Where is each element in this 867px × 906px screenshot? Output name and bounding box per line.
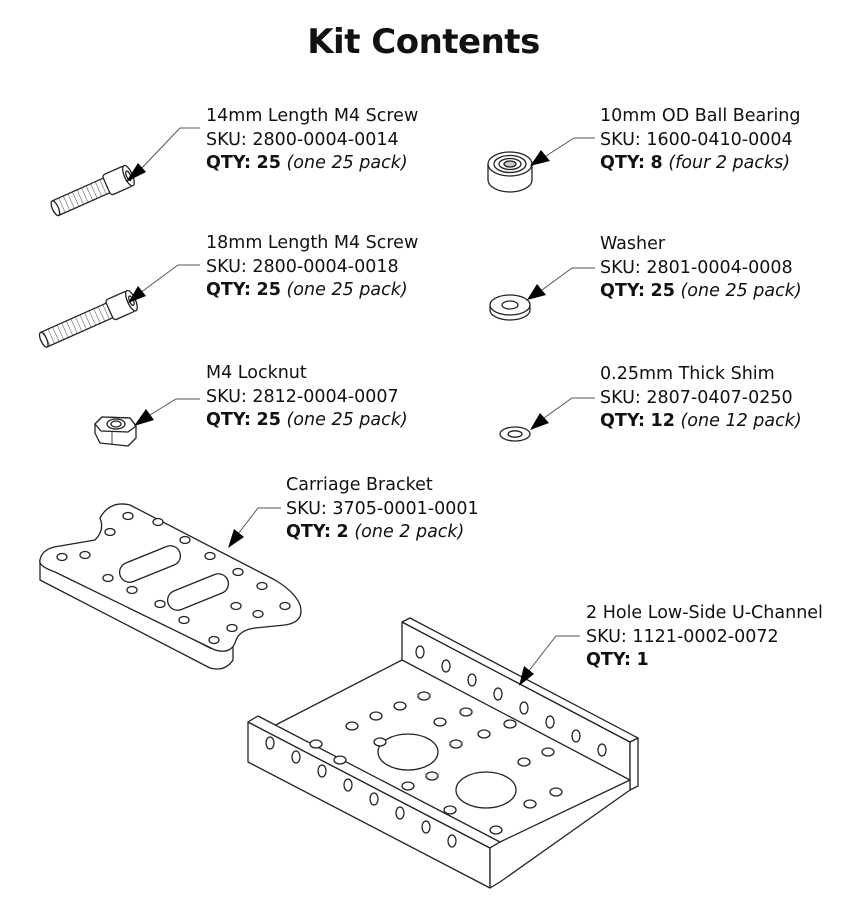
leader-carriage-bracket (228, 507, 281, 548)
item-qty: QTY: 25 (one 25 pack) (206, 410, 408, 430)
carriage-bracket-icon (39, 503, 302, 670)
leader-locknut (134, 398, 200, 426)
item-qty: QTY: 25 (one 25 pack) (206, 280, 408, 300)
label-u-channel: 2 Hole Low-Side U-Channel SKU: 1121-0002… (586, 602, 823, 673)
item-name: 18mm Length M4 Screw (206, 233, 419, 253)
page-title: Kit Contents (307, 22, 540, 62)
label-shim: 0.25mm Thick Shim SKU: 2807-0407-0250 QT… (600, 363, 802, 434)
screw-14mm-icon (50, 164, 135, 217)
leader-shim (530, 397, 595, 430)
label-ball-bearing: 10mm OD Ball Bearing SKU: 1600-0410-0004… (600, 105, 801, 176)
item-qty: QTY: 8 (four 2 packs) (600, 153, 791, 173)
item-name: Washer (600, 234, 666, 254)
item-name: 10mm OD Ball Bearing (600, 106, 801, 126)
label-locknut: M4 Locknut SKU: 2812-0004-0007 QTY: 25 (… (206, 362, 408, 433)
label-screw-14mm: 14mm Length M4 Screw SKU: 2800-0004-0014… (206, 105, 418, 176)
leader-u-channel (519, 635, 580, 686)
ball-bearing-icon (487, 151, 533, 193)
item-qty: QTY: 2 (one 2 pack) (286, 522, 465, 542)
item-sku: SKU: 3705-0001-0001 (286, 498, 479, 519)
label-carriage-bracket: Carriage Bracket SKU: 3705-0001-0001 QTY… (286, 474, 479, 545)
shim-icon (499, 426, 531, 442)
item-qty: QTY: 12 (one 12 pack) (600, 411, 802, 431)
label-washer: Washer SKU: 2801-0004-0008 QTY: 25 (one … (600, 233, 802, 304)
item-name: 0.25mm Thick Shim (600, 364, 775, 384)
leader-washer (527, 267, 595, 300)
item-sku: SKU: 2801-0004-0008 (600, 257, 793, 278)
item-sku: SKU: 1600-0410-0004 (600, 129, 793, 150)
item-qty: QTY: 25 (one 25 pack) (600, 281, 802, 301)
leader-screw-14mm (126, 127, 200, 182)
item-sku: SKU: 2807-0407-0250 (600, 387, 793, 408)
item-sku: SKU: 2800-0004-0018 (206, 256, 399, 277)
label-screw-18mm: 18mm Length M4 Screw SKU: 2800-0004-0018… (206, 232, 418, 303)
leader-screw-18mm (128, 264, 200, 303)
item-name: M4 Locknut (206, 363, 307, 383)
screw-18mm-icon (38, 289, 138, 348)
item-sku: SKU: 1121-0002-0072 (586, 626, 779, 647)
item-name: Carriage Bracket (286, 475, 433, 495)
washer-icon (489, 294, 531, 321)
item-qty: QTY: 1 (586, 650, 649, 670)
u-channel-icon (247, 617, 639, 889)
item-sku: SKU: 2812-0004-0007 (206, 386, 399, 407)
item-name: 14mm Length M4 Screw (206, 106, 419, 126)
item-qty: QTY: 25 (one 25 pack) (206, 153, 408, 173)
leader-bearing (530, 137, 595, 166)
item-sku: SKU: 2800-0004-0014 (206, 129, 399, 150)
item-name: 2 Hole Low-Side U-Channel (586, 603, 823, 623)
locknut-icon (94, 416, 137, 447)
